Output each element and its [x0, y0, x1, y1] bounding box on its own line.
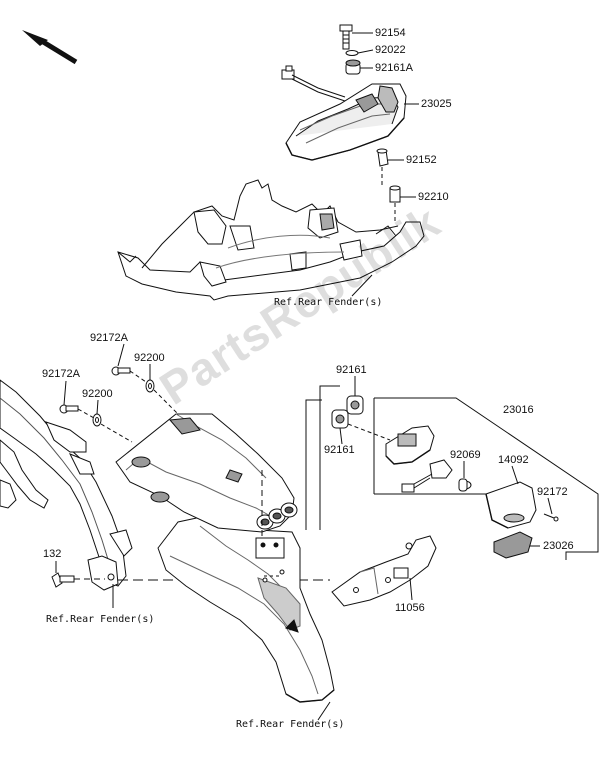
- label-92022: 92022: [375, 44, 406, 56]
- label-92200-left: 92200: [82, 388, 113, 400]
- bolt-92154: [339, 24, 353, 50]
- label-23016: 23016: [503, 404, 534, 416]
- label-14092: 14092: [498, 454, 529, 466]
- rear-fender-upper: [117, 179, 425, 301]
- lens-14092: [485, 481, 537, 529]
- label-92200-top: 92200: [134, 352, 165, 364]
- screw-92172: [543, 513, 559, 522]
- rear-fender-lower: [115, 413, 335, 703]
- license-light-housing: [385, 425, 435, 465]
- ref-rear-fender-top: Ref.Rear Fender(s): [274, 297, 383, 308]
- label-23026: 23026: [543, 540, 574, 552]
- bolt-132: [51, 572, 75, 588]
- washer-92022: [345, 50, 359, 56]
- direction-arrow-icon: [22, 30, 78, 65]
- grommet-92152: [376, 148, 389, 167]
- label-92161-bottom: 92161: [324, 444, 355, 456]
- frame-bracket-left: [0, 379, 133, 591]
- grommet-92161-top: [346, 395, 364, 415]
- label-132: 132: [43, 548, 62, 560]
- group-box-23016: [373, 397, 599, 560]
- label-92069: 92069: [450, 449, 481, 461]
- pad-23026: [493, 531, 533, 559]
- label-92172: 92172: [537, 486, 568, 498]
- label-92161A: 92161A: [375, 62, 413, 74]
- collar-92210: [389, 185, 401, 203]
- washer-92200-top: [145, 379, 155, 393]
- label-92172A-top: 92172A: [90, 332, 128, 344]
- ref-rear-fender-bottom: Ref.Rear Fender(s): [236, 719, 345, 730]
- grommet-92161-bottom: [331, 409, 349, 429]
- bolt-92172A-left: [59, 404, 79, 414]
- ref-rear-fender-left: Ref.Rear Fender(s): [46, 614, 155, 625]
- bolt-92172A-top: [111, 366, 131, 376]
- label-23025: 23025: [421, 98, 452, 110]
- bulb-92069: [458, 478, 472, 492]
- tail-light-assembly: [281, 65, 407, 161]
- label-92210: 92210: [418, 191, 449, 203]
- washer-92200-left: [92, 413, 102, 427]
- label-92152: 92152: [406, 154, 437, 166]
- socket-wire: [401, 459, 453, 493]
- grommet-92161A: [345, 59, 361, 75]
- bracket-11056: [331, 535, 437, 607]
- label-92161-top: 92161: [336, 364, 367, 376]
- label-11056: 11056: [395, 602, 425, 614]
- label-92154: 92154: [375, 27, 406, 39]
- label-92172A-left: 92172A: [42, 368, 80, 380]
